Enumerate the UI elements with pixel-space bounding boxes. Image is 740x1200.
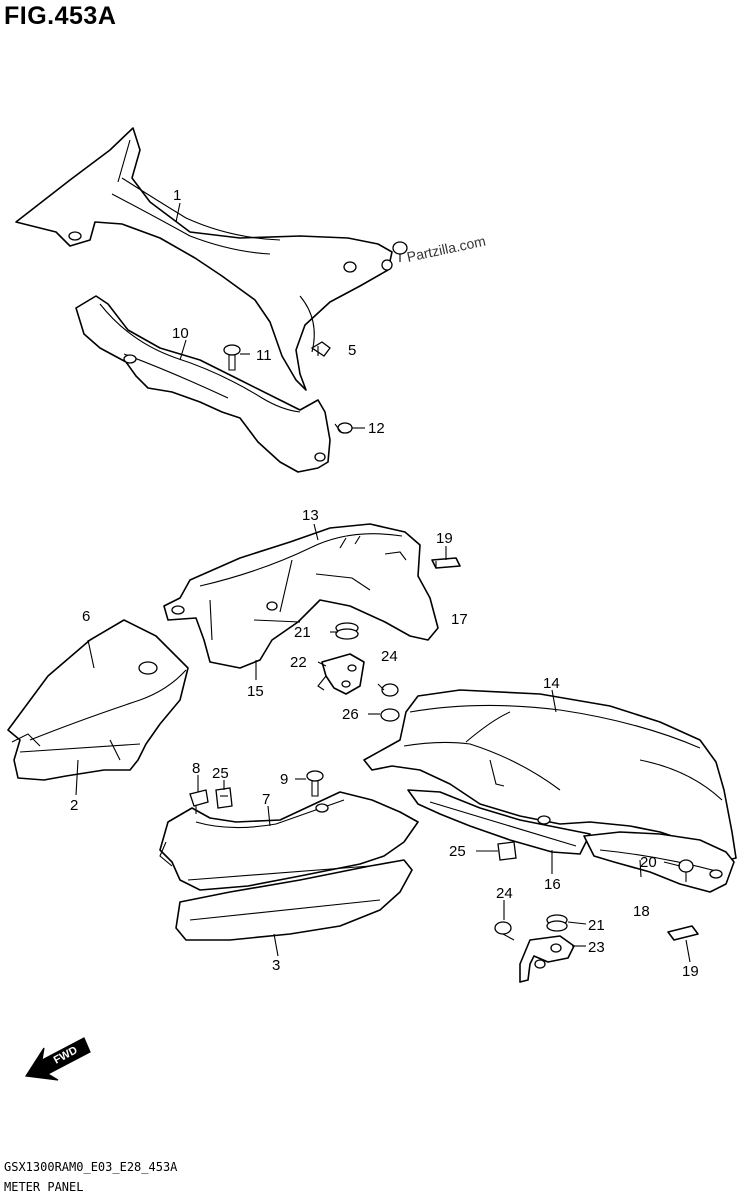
screw-9 [306,770,324,797]
part-13-meter-cover [163,523,439,669]
callout-21-lower: 21 [588,917,605,934]
callout-1: 1 [173,187,181,204]
fwd-arrow-icon: FWD [24,1037,91,1081]
callout-21-upper: 21 [294,624,311,641]
diagram-code: GSX1300RAM0_E03_E28_453A [4,1160,178,1174]
clip-25-left [215,787,233,809]
callout-labels: 1 5 10 11 12 13 19 17 21 22 24 26 15 6 2… [70,187,699,980]
bolt-24-upper [377,683,399,697]
grommet-21-lower [546,914,568,932]
callout-7: 7 [262,791,270,808]
part-7-lower-cover [159,791,419,891]
bracket-23 [519,935,575,983]
callout-12: 12 [368,420,385,437]
screw-12 [334,422,353,434]
callout-20: 20 [640,854,657,871]
figure-title: FIG.453A [4,2,117,30]
part-10-inner-cover-lower [75,295,331,473]
callout-25-left: 25 [212,765,229,782]
part-16-meter-panel-lower [407,789,591,855]
callout-25-right: 25 [449,843,466,860]
callout-16: 16 [544,876,561,893]
screw-11 [223,344,241,371]
callout-15: 15 [247,683,264,700]
callout-14: 14 [543,675,560,692]
part-18-meter-panel-right [583,831,735,893]
callout-23: 23 [588,939,605,956]
clip-25-right [497,841,517,861]
callout-2: 2 [70,797,78,814]
part-6-side-cover-upper [7,619,189,781]
part-1-inner-cover-upper [15,127,393,391]
callout-24-lower: 24 [496,885,513,902]
part-19-cushion-upper [431,557,461,569]
callout-8: 8 [192,760,200,777]
callout-19-upper: 19 [436,530,453,547]
screw-8 [189,789,209,814]
callout-13: 13 [302,507,319,524]
part-3-lower-panel [175,859,413,941]
bolt-24-lower [494,921,515,941]
callout-9: 9 [280,771,288,788]
callout-26: 26 [342,706,359,723]
callout-10: 10 [172,325,189,342]
leader-lines [75,202,691,963]
screw-4 [392,241,408,262]
panel-name: METER PANEL [4,1180,84,1194]
callout-11: 11 [256,347,272,364]
callout-18: 18 [633,903,650,920]
callout-6: 6 [82,608,90,625]
callout-17: 17 [451,611,468,628]
washer-26 [380,708,400,722]
watermark: Partzilla.com [405,233,487,265]
callout-24-upper: 24 [381,648,398,665]
grommet-21-upper [335,622,359,640]
clip-5 [310,341,331,357]
bracket-22 [317,653,365,695]
callout-19-lower: 19 [682,963,699,980]
part-19-cushion-lower [667,925,699,941]
callout-22: 22 [290,654,307,671]
callout-5: 5 [348,342,356,359]
callout-3: 3 [272,957,280,974]
